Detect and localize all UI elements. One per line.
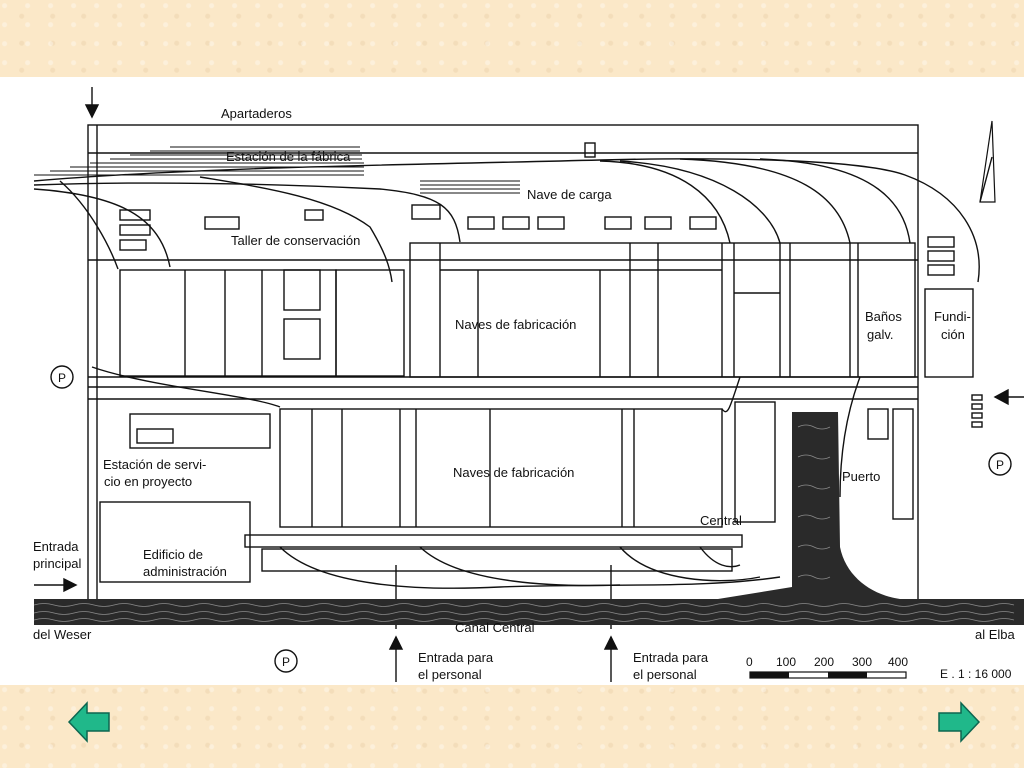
- parking-label: P: [996, 458, 1004, 472]
- label-puerto: Puerto: [842, 469, 880, 484]
- scale-bar: [749, 671, 907, 679]
- parking-icon: [50, 365, 74, 389]
- building-block: [119, 269, 337, 377]
- arrow-left-icon: [67, 701, 110, 743]
- scale-tick-label: 300: [852, 655, 872, 669]
- parking-icon: [988, 452, 1012, 476]
- label-entrada-principal-2: principal: [33, 556, 82, 571]
- parking-label: P: [58, 371, 66, 385]
- label-fundicion-2: ción: [941, 327, 965, 342]
- label-al-elba: al Elba: [975, 627, 1016, 642]
- scale-tick-label: 400: [888, 655, 908, 669]
- parking-label: P: [282, 655, 290, 669]
- scale-tick-label: 0: [746, 655, 753, 669]
- label-entrada-personal-a-2: el personal: [418, 667, 482, 682]
- label-central: Central: [700, 513, 742, 528]
- label-apartaderos: Apartaderos: [221, 106, 292, 121]
- next-slide-button[interactable]: [937, 700, 981, 744]
- label-del-weser: del Weser: [33, 627, 92, 642]
- label-entrada-principal: Entrada: [33, 539, 79, 554]
- label-canal-central: Canal Central: [455, 620, 535, 635]
- label-banos: Baños: [865, 309, 902, 324]
- label-edificio-2: administración: [143, 564, 227, 579]
- label-edificio: Edificio de: [143, 547, 203, 562]
- site-plan-drawing: Apartaderos Estación de la fábrica Nave …: [33, 87, 1024, 682]
- scale-tick-label: 100: [776, 655, 796, 669]
- label-naves-bottom: Naves de fabricación: [453, 465, 574, 480]
- site-plan-map: Apartaderos Estación de la fábrica Nave …: [0, 77, 1024, 685]
- label-nave-carga: Nave de carga: [527, 187, 612, 202]
- arrow-right-icon: [938, 701, 981, 743]
- label-estacion-servicio-2: cio en proyecto: [104, 474, 192, 489]
- previous-slide-button[interactable]: [67, 700, 111, 744]
- label-entrada-personal-b: Entrada para: [633, 650, 709, 665]
- naves-fabricacion-top: [409, 242, 916, 378]
- small-building: [119, 209, 151, 221]
- edificio-administracion: [99, 501, 251, 583]
- label-estacion-fabrica: Estación de la fábrica: [226, 149, 351, 164]
- scale-tick-label: 200: [814, 655, 834, 669]
- label-estacion-servicio: Estación de servi-: [103, 457, 206, 472]
- label-banos-2: galv.: [867, 327, 894, 342]
- naves-fabricacion-bottom: [279, 408, 723, 528]
- parking-icon: [274, 649, 298, 673]
- label-entrada-personal-b-2: el personal: [633, 667, 697, 682]
- fundicion-building: [924, 288, 974, 378]
- label-entrada-personal-a: Entrada para: [418, 650, 494, 665]
- label-fundicion: Fundi-: [934, 309, 971, 324]
- scale-ratio: E . 1 : 16 000: [940, 667, 1012, 681]
- label-naves-top: Naves de fabricación: [455, 317, 576, 332]
- label-taller: Taller de conservación: [231, 233, 360, 248]
- canal-central: [33, 412, 1024, 625]
